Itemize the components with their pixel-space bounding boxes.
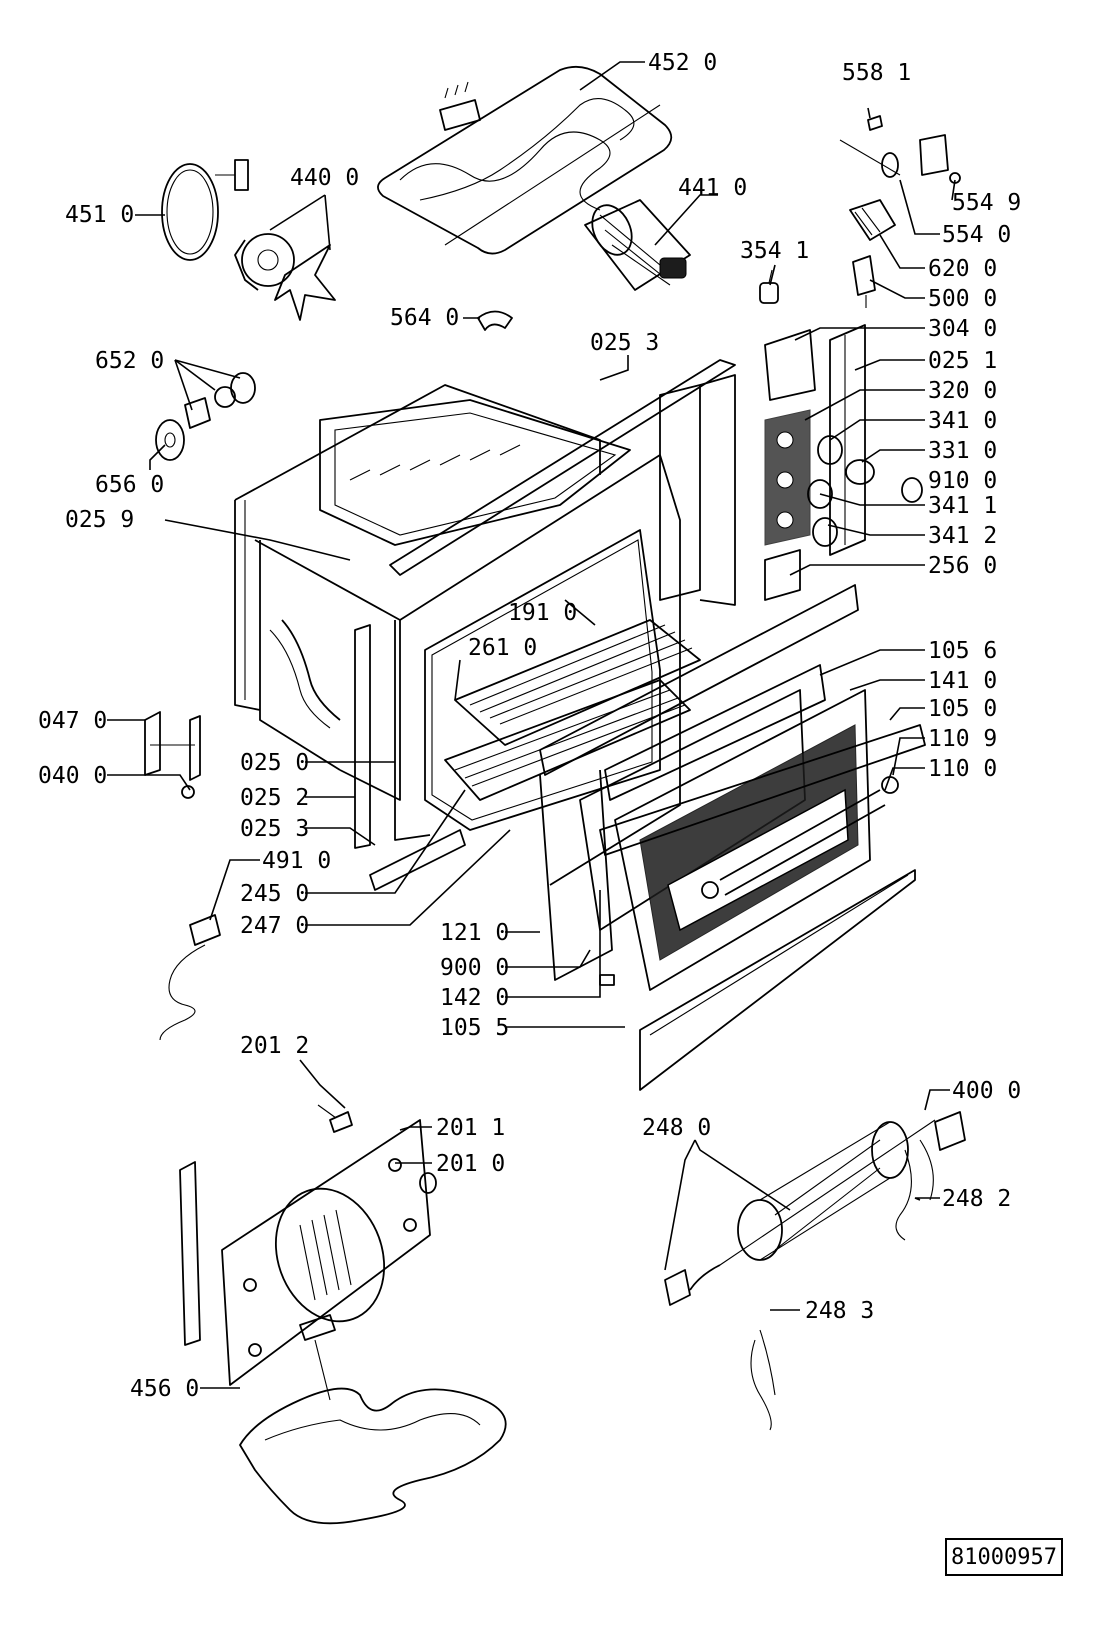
part-label: 620 0 bbox=[928, 256, 997, 282]
tangential-fan-drawing bbox=[584, 199, 691, 291]
part-label: 047 0 bbox=[38, 708, 107, 734]
part-label: 025 0 bbox=[240, 750, 309, 776]
knob-assembly-drawing bbox=[155, 372, 256, 461]
part-label: 491 0 bbox=[262, 848, 331, 874]
top-grill-element-drawing bbox=[377, 65, 673, 255]
part-label: 261 0 bbox=[468, 635, 537, 661]
part-label: 564 0 bbox=[390, 305, 459, 331]
rails-drawing bbox=[354, 359, 736, 891]
part-labels: 452 0 558 1 451 0 440 0 441 0 554 9 554 … bbox=[38, 50, 1021, 1402]
part-label: 201 2 bbox=[240, 1033, 309, 1059]
convection-fan-drawing bbox=[234, 233, 336, 321]
part-label: 245 0 bbox=[240, 881, 309, 907]
part-label: 558 1 bbox=[842, 60, 911, 86]
part-label: 025 3 bbox=[590, 330, 659, 356]
back-panel-drawing bbox=[179, 1104, 437, 1386]
part-label: 201 0 bbox=[436, 1151, 505, 1177]
leader-lines bbox=[107, 61, 956, 1389]
part-label: 331 0 bbox=[928, 438, 997, 464]
part-label: 441 0 bbox=[678, 175, 747, 201]
part-label: 320 0 bbox=[928, 378, 997, 404]
ring-heating-element-drawing bbox=[161, 159, 249, 261]
part-label: 025 9 bbox=[65, 507, 134, 533]
part-label: 452 0 bbox=[648, 50, 717, 76]
part-label: 554 0 bbox=[942, 222, 1011, 248]
part-label: 025 1 bbox=[928, 348, 997, 374]
drawing-number-box: 81000957 bbox=[945, 1538, 1063, 1576]
control-panel-components-drawing bbox=[659, 324, 923, 606]
part-label: 554 9 bbox=[952, 190, 1021, 216]
oven-cavity-drawing bbox=[234, 384, 681, 886]
part-label: 110 9 bbox=[928, 726, 997, 752]
part-label: 900 0 bbox=[440, 955, 509, 981]
drawing-number: 81000957 bbox=[951, 1544, 1057, 1570]
door-hinges-drawing bbox=[144, 711, 201, 799]
part-label: 440 0 bbox=[290, 165, 359, 191]
part-label: 451 0 bbox=[65, 202, 134, 228]
bottom-heating-element-drawing bbox=[239, 1314, 507, 1525]
part-label: 248 2 bbox=[942, 1186, 1011, 1212]
part-label: 256 0 bbox=[928, 553, 997, 579]
part-label: 142 0 bbox=[440, 985, 509, 1011]
part-label: 025 3 bbox=[240, 816, 309, 842]
part-label: 110 0 bbox=[928, 756, 997, 782]
oven-shelf-drawing bbox=[444, 619, 701, 801]
rotisserie-assembly-drawing bbox=[664, 1111, 966, 1431]
switch-components-drawing bbox=[839, 115, 961, 308]
small-clip-drawing bbox=[477, 310, 513, 331]
part-label: 354 1 bbox=[740, 238, 809, 264]
part-label: 910 0 bbox=[928, 468, 997, 494]
part-label: 248 0 bbox=[642, 1115, 711, 1141]
part-label: 040 0 bbox=[38, 763, 107, 789]
thermostat-drawing bbox=[759, 269, 779, 304]
part-label: 025 2 bbox=[240, 785, 309, 811]
part-label: 105 6 bbox=[928, 638, 997, 664]
part-label: 304 0 bbox=[928, 316, 997, 342]
part-label: 341 1 bbox=[928, 493, 997, 519]
part-label: 500 0 bbox=[928, 286, 997, 312]
part-label: 400 0 bbox=[952, 1078, 1021, 1104]
part-label: 201 1 bbox=[436, 1115, 505, 1141]
part-label: 105 5 bbox=[440, 1015, 509, 1041]
part-label: 141 0 bbox=[928, 668, 997, 694]
part-label: 341 2 bbox=[928, 523, 997, 549]
part-label: 105 0 bbox=[928, 696, 997, 722]
sensor-cable-drawing bbox=[159, 914, 221, 1041]
part-label: 121 0 bbox=[440, 920, 509, 946]
oven-door-drawing bbox=[539, 584, 926, 1091]
part-label: 652 0 bbox=[95, 348, 164, 374]
part-label: 247 0 bbox=[240, 913, 309, 939]
part-label: 248 3 bbox=[805, 1298, 874, 1324]
part-label: 656 0 bbox=[95, 472, 164, 498]
part-label: 341 0 bbox=[928, 408, 997, 434]
part-label: 191 0 bbox=[508, 600, 577, 626]
part-label: 456 0 bbox=[130, 1376, 199, 1402]
